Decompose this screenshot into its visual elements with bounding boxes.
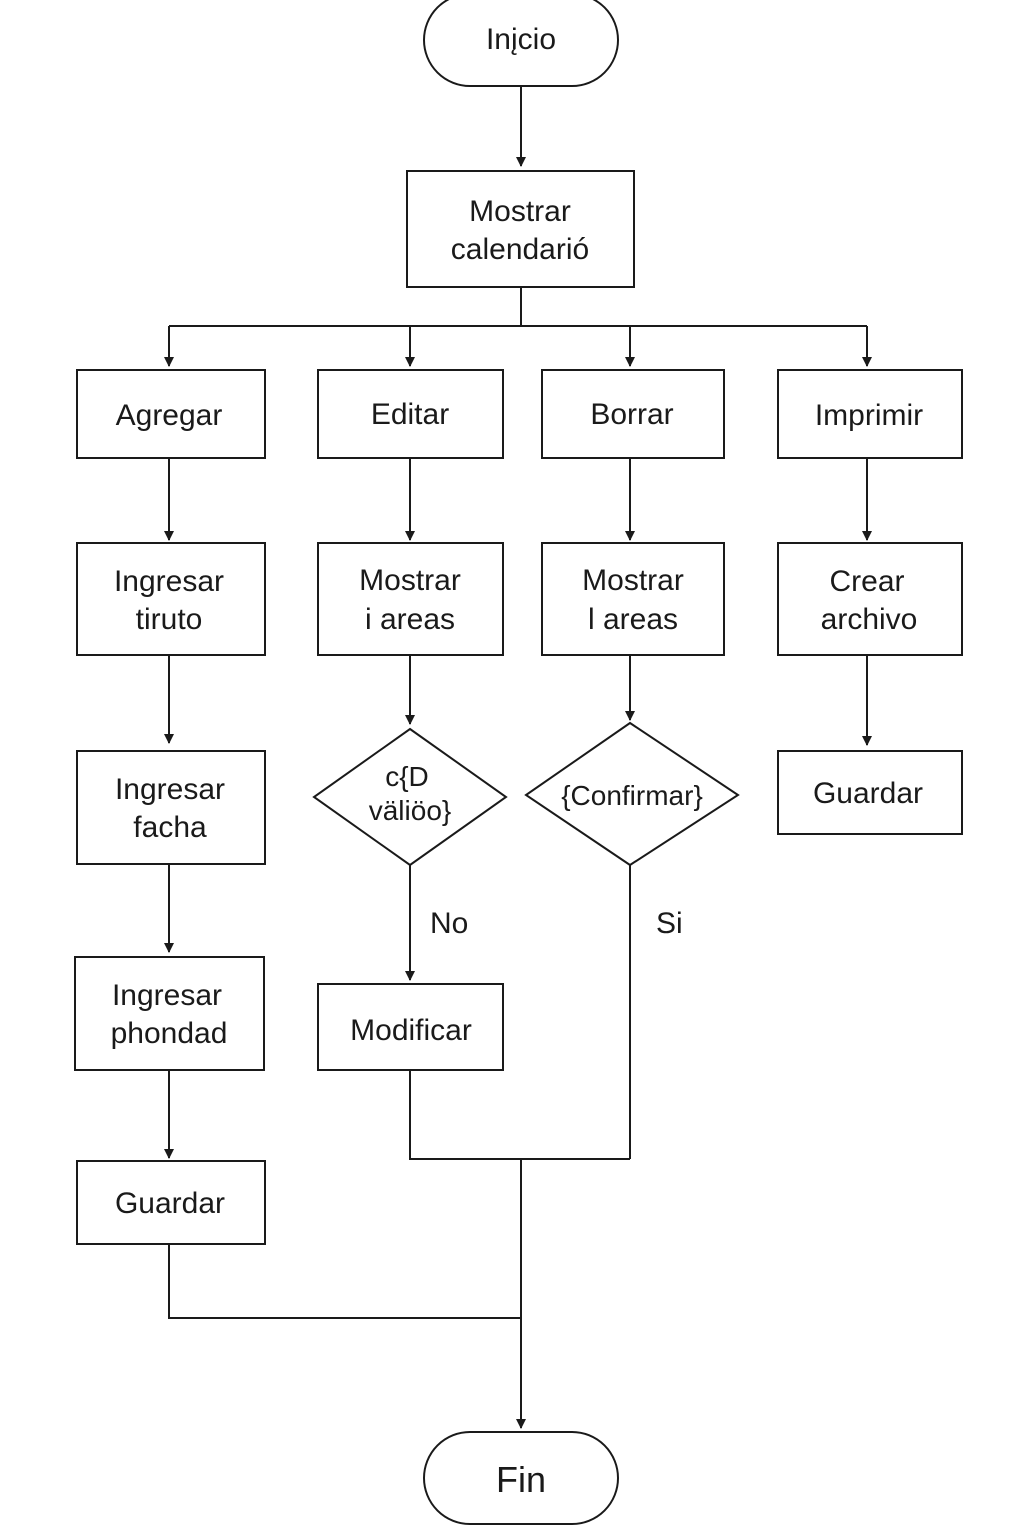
process-shape — [406, 170, 635, 288]
node-modify: Modificar — [317, 983, 504, 1071]
edge-label-no: No — [430, 907, 468, 940]
node-enter-date-line-2: facha — [133, 811, 207, 844]
node-confirm-decision-label: {Confirmar} — [561, 780, 703, 811]
node-show-calendar-line-1: Mostrar — [469, 195, 571, 228]
node-enter-priority-line-2: phondad — [111, 1017, 228, 1050]
process-shape — [777, 750, 963, 835]
node-enter-title-line-2: tiruto — [136, 603, 203, 636]
node-save-print-label: Guardar — [813, 777, 923, 810]
process-shape — [74, 956, 265, 1071]
process-shape — [541, 542, 725, 656]
node-create-file-line-1: Crear — [829, 565, 904, 598]
edges — [164, 86, 872, 1429]
process-shape — [76, 369, 266, 459]
process-shape — [777, 542, 963, 656]
process-shape — [76, 750, 266, 865]
node-start: Inįcio — [423, 0, 619, 87]
node-edit-show-tasks: Mostrar i areas — [317, 542, 504, 656]
node-delete-label: Borrar — [590, 398, 673, 431]
decision-shape — [312, 727, 508, 867]
node-edit-label: Editar — [371, 398, 449, 431]
process-shape — [317, 542, 504, 656]
node-edit-valid-decision-line-1: c{D — [385, 761, 429, 792]
node-edit: Editar — [317, 369, 504, 459]
process-shape — [777, 369, 963, 459]
edge-save-to-merge — [168, 1244, 521, 1319]
node-start-label: Inįcio — [486, 23, 556, 56]
process-shape — [76, 1160, 266, 1245]
process-shape — [76, 542, 266, 656]
node-print-label: Imprimir — [815, 399, 923, 432]
node-delete: Borrar — [541, 369, 725, 459]
node-delete-show-tasks-line-1: Mostrar — [582, 564, 684, 597]
node-delete-show-tasks-line-2: l areas — [588, 603, 678, 636]
node-enter-title-line-1: Ingresar — [114, 565, 224, 598]
node-edit-show-tasks-line-2: i areas — [365, 603, 455, 636]
node-confirm-decision: {Confirmar} — [524, 721, 740, 867]
edge-label-yes: Si — [656, 907, 683, 940]
node-edit-valid-decision-line-2: väliöo} — [369, 795, 452, 826]
node-print: Imprimir — [777, 369, 963, 459]
node-end-label: Fin — [496, 1459, 546, 1500]
node-enter-title: Ingresar tiruto — [76, 542, 266, 656]
node-save-add-label: Guardar — [115, 1187, 225, 1220]
node-show-calendar: Mostrar calendarió — [406, 170, 635, 288]
node-enter-priority: Ingresar phondad — [74, 956, 265, 1071]
node-end: Fin — [423, 1431, 619, 1525]
terminal-shape — [423, 0, 619, 87]
node-enter-date-line-1: Ingresar — [115, 773, 225, 806]
node-delete-show-tasks: Mostrar l areas — [541, 542, 725, 656]
node-enter-priority-line-1: Ingresar — [112, 979, 222, 1012]
decision-shape — [524, 721, 740, 867]
terminal-shape — [423, 1431, 619, 1525]
process-shape — [317, 983, 504, 1071]
node-enter-date: Ingresar facha — [76, 750, 266, 865]
node-add: Agregar — [76, 369, 266, 459]
node-edit-show-tasks-line-1: Mostrar — [359, 564, 461, 597]
node-save-print: Guardar — [777, 750, 963, 835]
node-show-calendar-line-2: calendarió — [451, 233, 589, 266]
node-modify-label: Modificar — [350, 1014, 472, 1047]
node-add-label: Agregar — [116, 399, 223, 432]
node-edit-valid-decision: c{D väliöo} — [312, 727, 508, 867]
node-save-add: Guardar — [76, 1160, 266, 1245]
node-create-file: Crear archivo — [777, 542, 963, 656]
edge-modify-to-merge — [409, 1070, 630, 1160]
node-create-file-line-2: archivo — [821, 603, 918, 636]
process-shape — [317, 369, 504, 459]
process-shape — [541, 369, 725, 459]
